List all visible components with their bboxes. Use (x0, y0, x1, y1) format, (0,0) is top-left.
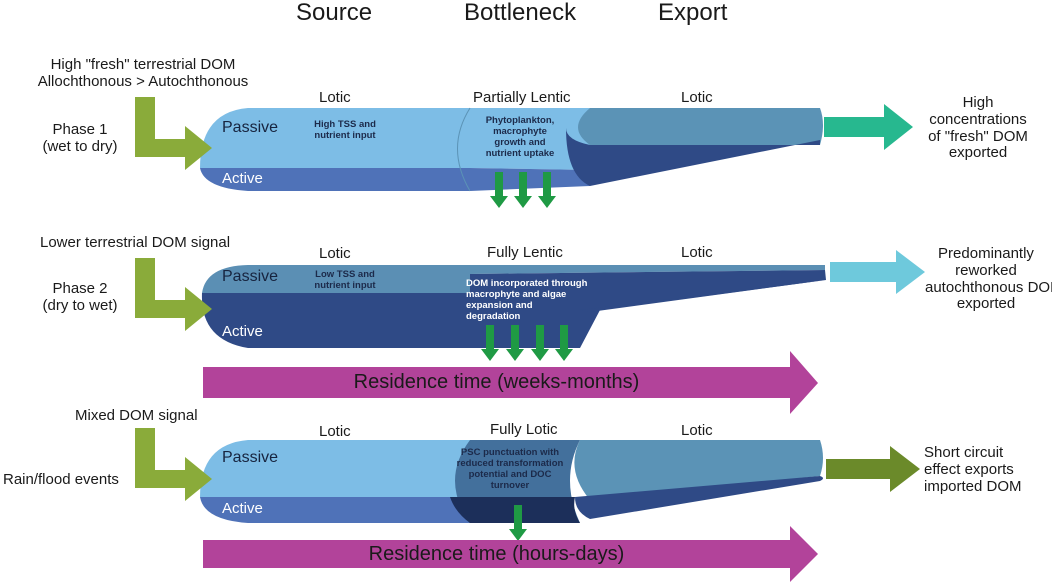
event-export-text: Short circuit effect exports imported DO… (924, 444, 1034, 495)
phase1-export-line2: concentrations (929, 110, 1027, 128)
phase1-bottleneck-note: Phytoplankton, macrophyte growth and nut… (470, 115, 570, 160)
phase1-zone-mid: Partially Lentic (473, 89, 571, 106)
phase2-zone-left: Lotic (319, 245, 351, 262)
event-source-active (200, 497, 470, 523)
phase1-source-active (200, 168, 470, 191)
phase2-export-line1: Predominantly (938, 245, 1034, 262)
phase1-passive-label: Passive (222, 119, 279, 136)
header-bottleneck: Bottleneck (464, 0, 577, 26)
phase2-input-line1: Lower terrestrial DOM signal (40, 234, 231, 251)
phase1-zone-left: Lotic (319, 89, 351, 106)
phase1-bottleneck-passive (470, 108, 590, 170)
event-bottleneck-note-line1: PSC punctuation with (460, 447, 560, 458)
phase2-export-text: Predominantly reworked autochthonous DOM… (925, 245, 1052, 313)
phase2-export-line2: reworked (955, 261, 1017, 279)
phase1-label: Phase 1 (52, 121, 108, 138)
phase2-input-arrow (135, 258, 212, 331)
phase1-export-line4: exported (948, 144, 1008, 162)
event-zone-left: Lotic (319, 423, 351, 440)
phase1-bottleneck-note-line4: nutrient uptake (485, 147, 555, 159)
phase1-input-line2: Allochthonous > Autochthonous (37, 73, 249, 90)
phase2-source-passive (202, 265, 470, 293)
phase2-source-note: Low TSS and nutrient input (300, 269, 390, 292)
phase1-sublabel: (wet to dry) (42, 138, 118, 155)
event-export-line3: imported DOM (924, 477, 1022, 495)
event-zone-right: Lotic (681, 422, 713, 439)
event-zone-mid: Fully Lotic (490, 421, 558, 438)
event-export-arrow (826, 446, 920, 492)
phase1-export-text: High concentrations of "fresh" DOM expor… (918, 94, 1038, 162)
event-export-end (820, 440, 823, 476)
event-pipe (200, 440, 823, 523)
phase2-bottleneck-note-line3: expansion and (466, 299, 533, 311)
event-input-arrow (135, 428, 212, 501)
phase1-bottleneck-note-line2: macrophyte (493, 125, 547, 137)
header-source: Source (296, 0, 373, 26)
phase1-bottleneck-lens (457, 107, 471, 192)
phase2-zone-right: Lotic (681, 244, 713, 261)
phase1-export-arrow (824, 104, 913, 150)
residence-hours-label: Residence time (hours-days) (368, 543, 625, 565)
event-bottleneck-note-line2: reduced transformation (456, 457, 564, 469)
phase2-bottleneck-note-line2: macrophyte and algae (466, 288, 567, 300)
phase2-bottleneck-note-line1: DOM incorporated through (466, 278, 588, 289)
event-export-line1: Short circuit (924, 444, 1004, 461)
residence-arrow-hours (203, 526, 818, 582)
event-source-passive (200, 440, 470, 497)
phase1-source-note: High TSS and nutrient input (300, 119, 390, 142)
phase2-bottleneck-note: DOM incorporated through macrophyte and … (466, 278, 601, 323)
phase1-export-line3: of "fresh" DOM (928, 127, 1028, 145)
residence-weeks-label: Residence time (weeks-months) (353, 371, 640, 393)
phase2-zone-mid: Fully Lentic (487, 244, 563, 261)
phase1-export-line1: High (962, 94, 994, 111)
phase2-active-label: Active (222, 323, 263, 340)
event-input-line1: Mixed DOM signal (75, 407, 198, 424)
phase2-export-arrow (830, 250, 925, 294)
phase1-active-label: Active (222, 170, 263, 187)
event-bottleneck-note-line4: turnover (490, 479, 530, 491)
phase2-export-line4: exported (956, 295, 1016, 313)
phase2-sublabel: (dry to wet) (42, 297, 118, 314)
residence-arrow-weeks (203, 351, 818, 414)
phase2-source-active (201, 293, 471, 348)
phase1-source-passive (200, 108, 470, 168)
phase2-bottleneck-export-passive (470, 265, 825, 274)
phase1-bottleneck-note-line3: growth and (494, 136, 546, 148)
phase2-export-line3: autochthonous DOM (925, 278, 1052, 296)
event-export-line2: effect exports (924, 460, 1014, 478)
phase2-uptake-arrows (481, 325, 573, 361)
phase1-source-note-line1: High TSS and (314, 119, 376, 130)
phase2-label: Phase 2 (52, 280, 108, 297)
phase1-uptake-arrows (490, 172, 556, 208)
phase1-input-line1: High "fresh" terrestrial DOM (50, 56, 236, 73)
phase1-bottleneck-note-line1: Phytoplankton, (485, 115, 555, 126)
phase1-export-end (820, 108, 823, 145)
event-bottleneck-note-line3: potential and DOC (468, 468, 552, 480)
phase2-passive-label: Passive (222, 268, 279, 285)
header-export: Export (658, 0, 728, 26)
event-export-active (575, 476, 823, 519)
phase2-source-note-line1: Low TSS and (315, 269, 375, 280)
phase1-input-arrow (135, 97, 212, 170)
phase2-source-note-line2: nutrient input (314, 279, 376, 291)
event-active-label: Active (222, 500, 263, 517)
phase2-bottleneck-export-active (470, 270, 826, 348)
event-input-line2: Rain/flood events (3, 471, 119, 488)
event-bottleneck-note: PSC punctuation with reduced transformat… (448, 447, 572, 492)
phase1-export-passive (578, 108, 820, 145)
phase2-pipe (201, 265, 826, 348)
phase1-export-active (566, 128, 820, 186)
phase1-source-note-line2: nutrient input (314, 129, 376, 141)
event-passive-label: Passive (222, 449, 279, 466)
phase1-zone-right: Lotic (681, 89, 713, 106)
phase2-bottleneck-note-line4: degradation (466, 310, 521, 322)
event-uptake-arrow (509, 505, 527, 541)
phase1-bottleneck-active (470, 168, 590, 191)
phase2-export-tail (580, 280, 826, 312)
event-export-passive (574, 440, 820, 500)
